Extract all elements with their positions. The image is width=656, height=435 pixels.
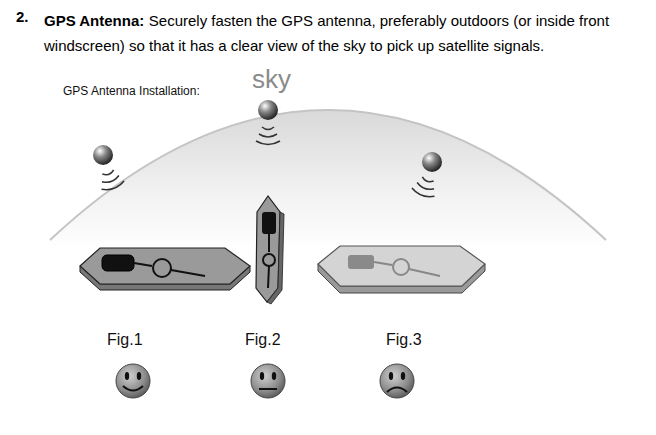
satellite [93,145,125,193]
satellite [256,100,280,145]
sky-arc [50,110,606,240]
figure-title: GPS Antenna Installation: [63,84,200,98]
sky-dome [50,110,606,250]
sky-label: sky [252,64,291,95]
happy-face [116,364,150,398]
figure-label: Fig.3 [386,330,422,349]
satellite [411,152,442,200]
antenna-board-inverted [318,246,485,293]
antenna-board-vertical [256,196,284,304]
list-number: 2. [16,8,29,26]
antenna-board-flat [80,248,250,290]
step-heading: GPS Antenna: [44,12,144,29]
sad-face [380,364,414,398]
instruction-paragraph: GPS Antenna:Securely fasten the GPS ante… [44,8,648,58]
figure-label: Fig.2 [245,330,281,349]
figure-label: Fig.1 [107,330,143,349]
neutral-face [251,364,285,398]
